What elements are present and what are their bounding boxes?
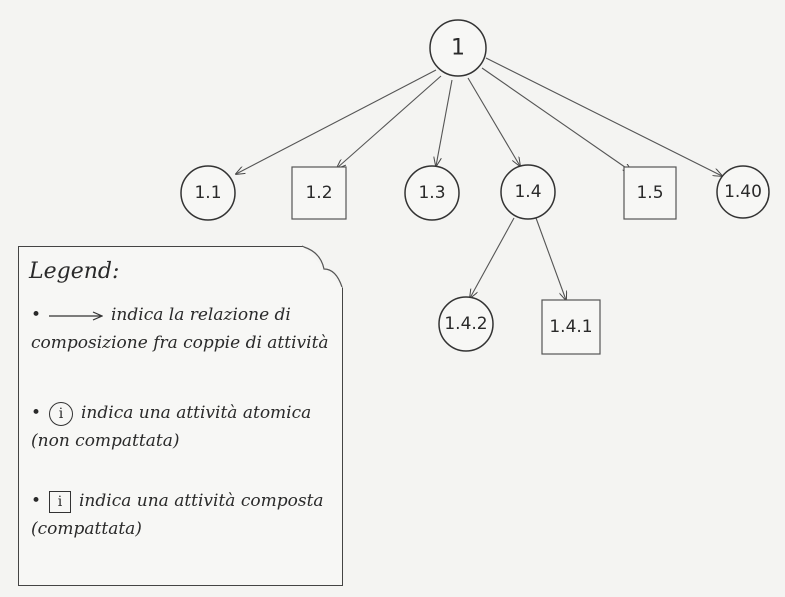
legend-item-square-text: indica una attività composta (compattata…	[31, 491, 324, 539]
node-1.4: 1.4	[500, 164, 556, 220]
edge-1.4-to-1.4.2	[470, 217, 515, 298]
bullet: •	[31, 403, 42, 423]
node-1.4.1: 1.4.1	[541, 299, 601, 355]
edge-1-to-1.4	[467, 77, 520, 166]
node-1: 1	[429, 19, 487, 77]
legend-item-arrow-text: indica la relazione di composizione fra …	[31, 305, 329, 353]
circle-node-icon: i	[49, 401, 73, 426]
node-1.3-label: 1.3	[418, 183, 445, 203]
node-1.1-label: 1.1	[194, 183, 221, 203]
node-1.1: 1.1	[180, 165, 236, 221]
node-1.4.1-label: 1.4.1	[549, 317, 592, 337]
node-1.2: 1.2	[291, 166, 347, 220]
node-1.4-label: 1.4	[514, 182, 541, 202]
square-node-icon: i	[49, 490, 71, 513]
legend-box: Legend: • indica la relazione di composi…	[18, 245, 344, 586]
edge-1-to-1.40	[485, 57, 722, 176]
node-1.3: 1.3	[404, 165, 460, 221]
node-1-label: 1	[451, 36, 465, 61]
node-1.4.2: 1.4.2	[438, 296, 494, 352]
edge-1.4-to-1.4.1	[535, 217, 566, 300]
node-1.40: 1.40	[716, 165, 770, 219]
node-1.4.2-label: 1.4.2	[444, 314, 487, 334]
legend-title: Legend:	[29, 259, 120, 284]
arrow-icon	[49, 310, 103, 321]
edge-1-to-1.3	[436, 79, 453, 166]
bullet: •	[31, 305, 42, 325]
node-1.5-label: 1.5	[636, 183, 663, 203]
node-1.5: 1.5	[623, 166, 677, 220]
node-1.40-label: 1.40	[724, 182, 762, 202]
bullet: •	[31, 491, 42, 511]
edge-1-to-1.2	[337, 75, 442, 168]
legend-item-circle-text: indica una attività atomica (non compatt…	[31, 403, 312, 451]
edge-1-to-1.1	[236, 69, 437, 174]
page-fold-corner	[302, 245, 344, 289]
node-1.2-label: 1.2	[305, 183, 332, 203]
legend-item-arrow: • indica la relazione di composizione fr…	[31, 301, 331, 357]
edge-1-to-1.5	[481, 67, 632, 172]
